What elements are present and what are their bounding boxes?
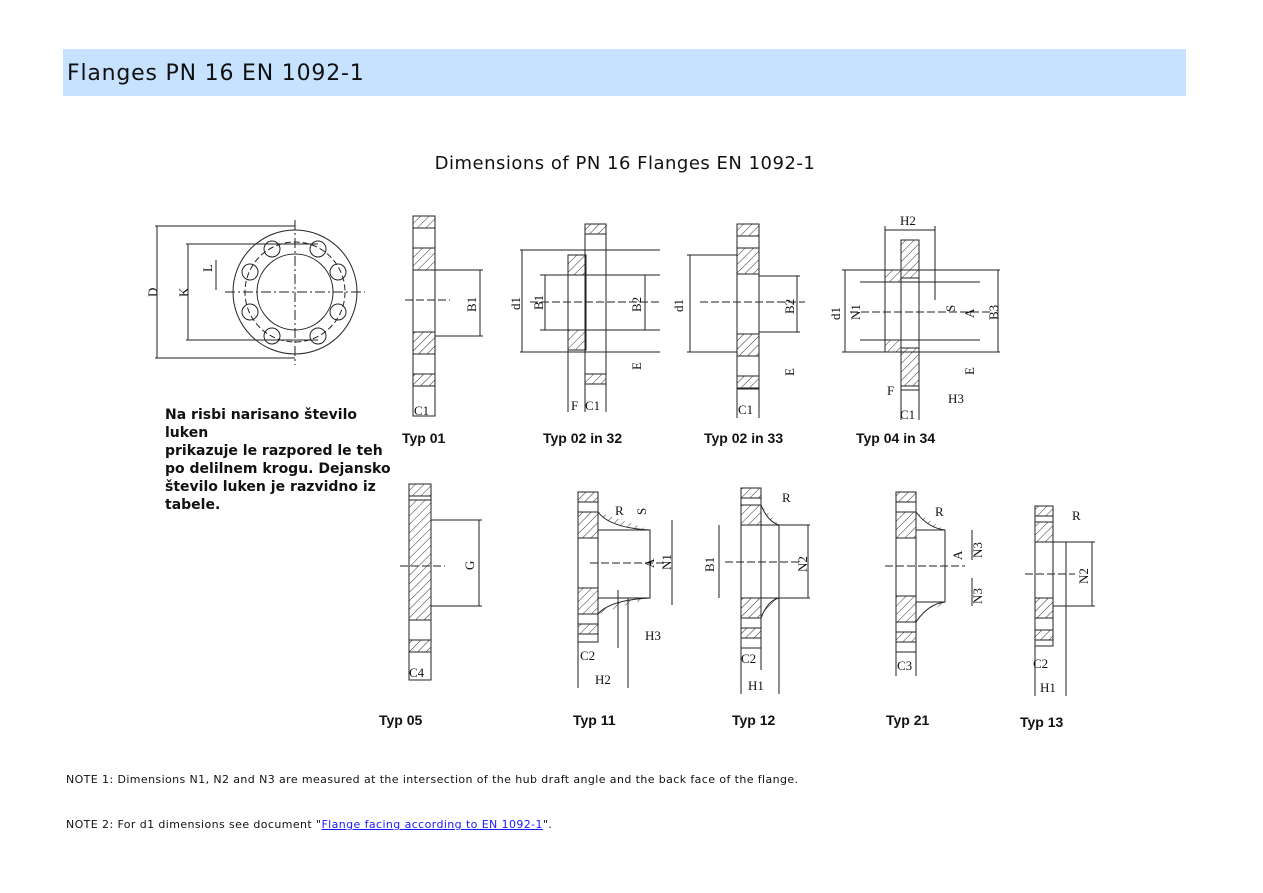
dim-label: E xyxy=(629,362,644,370)
dim-label: H2 xyxy=(595,672,611,687)
dim-label: d1 xyxy=(828,307,843,320)
dim-label: H3 xyxy=(948,391,964,406)
hole-count-note: Na risbi narisano število luken prikazuj… xyxy=(165,406,395,514)
dim-label: C3 xyxy=(897,658,912,673)
dim-label: A xyxy=(642,558,657,568)
dim-label: C4 xyxy=(409,665,425,680)
dim-label: S xyxy=(943,305,958,312)
caption-typ02-32: Typ 02 in 32 xyxy=(543,430,622,446)
dim-label: N2 xyxy=(1076,568,1091,584)
dim-label: B3 xyxy=(986,305,1001,320)
dim-label: R xyxy=(782,490,791,505)
caption-typ11: Typ 11 xyxy=(573,712,616,728)
dim-label: N2 xyxy=(795,556,810,572)
dim-label: F xyxy=(571,398,578,413)
dim-label: S xyxy=(634,508,649,515)
dim-label: N3 xyxy=(970,542,985,558)
note-line: prikazuje le razpored le teh xyxy=(165,443,383,459)
caption-typ21: Typ 21 xyxy=(886,712,930,728)
front-view-drawing xyxy=(155,220,365,365)
dim-label: F xyxy=(887,383,894,398)
typ05-drawing xyxy=(400,484,482,680)
flange-facing-link[interactable]: Flange facing according to EN 1092-1 xyxy=(321,818,543,831)
note-line: število luken je razvidno iz xyxy=(165,479,376,495)
dim-label: C1 xyxy=(585,398,600,413)
title-bar: Flanges PN 16 EN 1092-1 xyxy=(63,49,1186,96)
note-line: tabele. xyxy=(165,497,221,513)
dim-label: E xyxy=(782,368,797,376)
typ04-34-drawing xyxy=(842,226,1000,420)
typ02-32-drawing xyxy=(520,224,660,412)
dim-label: H1 xyxy=(748,678,764,693)
dim-label: C1 xyxy=(900,407,915,422)
dim-label: B2 xyxy=(629,297,644,312)
caption-typ05: Typ 05 xyxy=(379,712,423,728)
typ01-drawing xyxy=(405,216,483,416)
dim-label: H2 xyxy=(900,213,916,228)
dim-label: N1 xyxy=(848,304,863,320)
note-line: po delilnem krogu. Dejansko xyxy=(165,461,391,477)
typ21-drawing xyxy=(885,492,972,676)
dim-label: B1 xyxy=(531,295,546,310)
dim-label: D xyxy=(145,288,160,297)
footnote-2-prefix: NOTE 2: For d1 dimensions see document " xyxy=(66,818,322,831)
footnote-2: NOTE 2: For d1 dimensions see document "… xyxy=(66,818,552,831)
dim-label: C2 xyxy=(580,648,595,663)
caption-typ04-34: Typ 04 in 34 xyxy=(856,430,935,446)
dim-label: C2 xyxy=(741,651,756,666)
dim-label: L xyxy=(200,264,215,272)
flange-drawings: D K L B1 C1 d1 B1 B2 E F C1 d1 B2 E C1 H… xyxy=(145,213,1120,730)
dim-label: N3 xyxy=(970,588,985,604)
dim-label: K xyxy=(176,287,191,297)
dim-label: R xyxy=(935,504,944,519)
dim-label: R xyxy=(1072,508,1081,523)
dim-label: A xyxy=(962,308,977,318)
dim-label: N1 xyxy=(659,554,674,570)
caption-typ12: Typ 12 xyxy=(732,712,776,728)
footnote-2-suffix: ". xyxy=(542,818,553,831)
dim-label: C1 xyxy=(414,403,429,418)
footnote-1: NOTE 1: Dimensions N1, N2 and N3 are mea… xyxy=(66,773,799,786)
dim-label: A xyxy=(950,550,965,560)
dim-label: C1 xyxy=(738,402,753,417)
caption-typ13: Typ 13 xyxy=(1020,714,1064,730)
dim-label: d1 xyxy=(508,297,523,310)
note-line: Na risbi narisano število luken xyxy=(165,407,357,441)
dim-label: B1 xyxy=(464,297,479,312)
dim-label: G xyxy=(462,561,477,570)
typ12-drawing xyxy=(719,488,810,694)
dim-label: d1 xyxy=(671,299,686,312)
drawing-heading: Dimensions of PN 16 Flanges EN 1092-1 xyxy=(434,153,816,174)
typ13-drawing xyxy=(1025,506,1095,696)
page-title: Flanges PN 16 EN 1092-1 xyxy=(67,61,365,86)
dim-label: B1 xyxy=(702,557,717,572)
typ11-drawing xyxy=(578,492,672,688)
typ02-33-drawing xyxy=(687,224,805,418)
dim-label: H3 xyxy=(645,628,661,643)
dim-label: H1 xyxy=(1040,680,1056,695)
caption-typ02-33: Typ 02 in 33 xyxy=(704,430,783,446)
dim-label: E xyxy=(962,367,977,375)
dim-label: R xyxy=(615,503,624,518)
caption-typ01: Typ 01 xyxy=(402,430,446,446)
dim-label: B2 xyxy=(782,299,797,314)
dim-label: C2 xyxy=(1033,656,1048,671)
